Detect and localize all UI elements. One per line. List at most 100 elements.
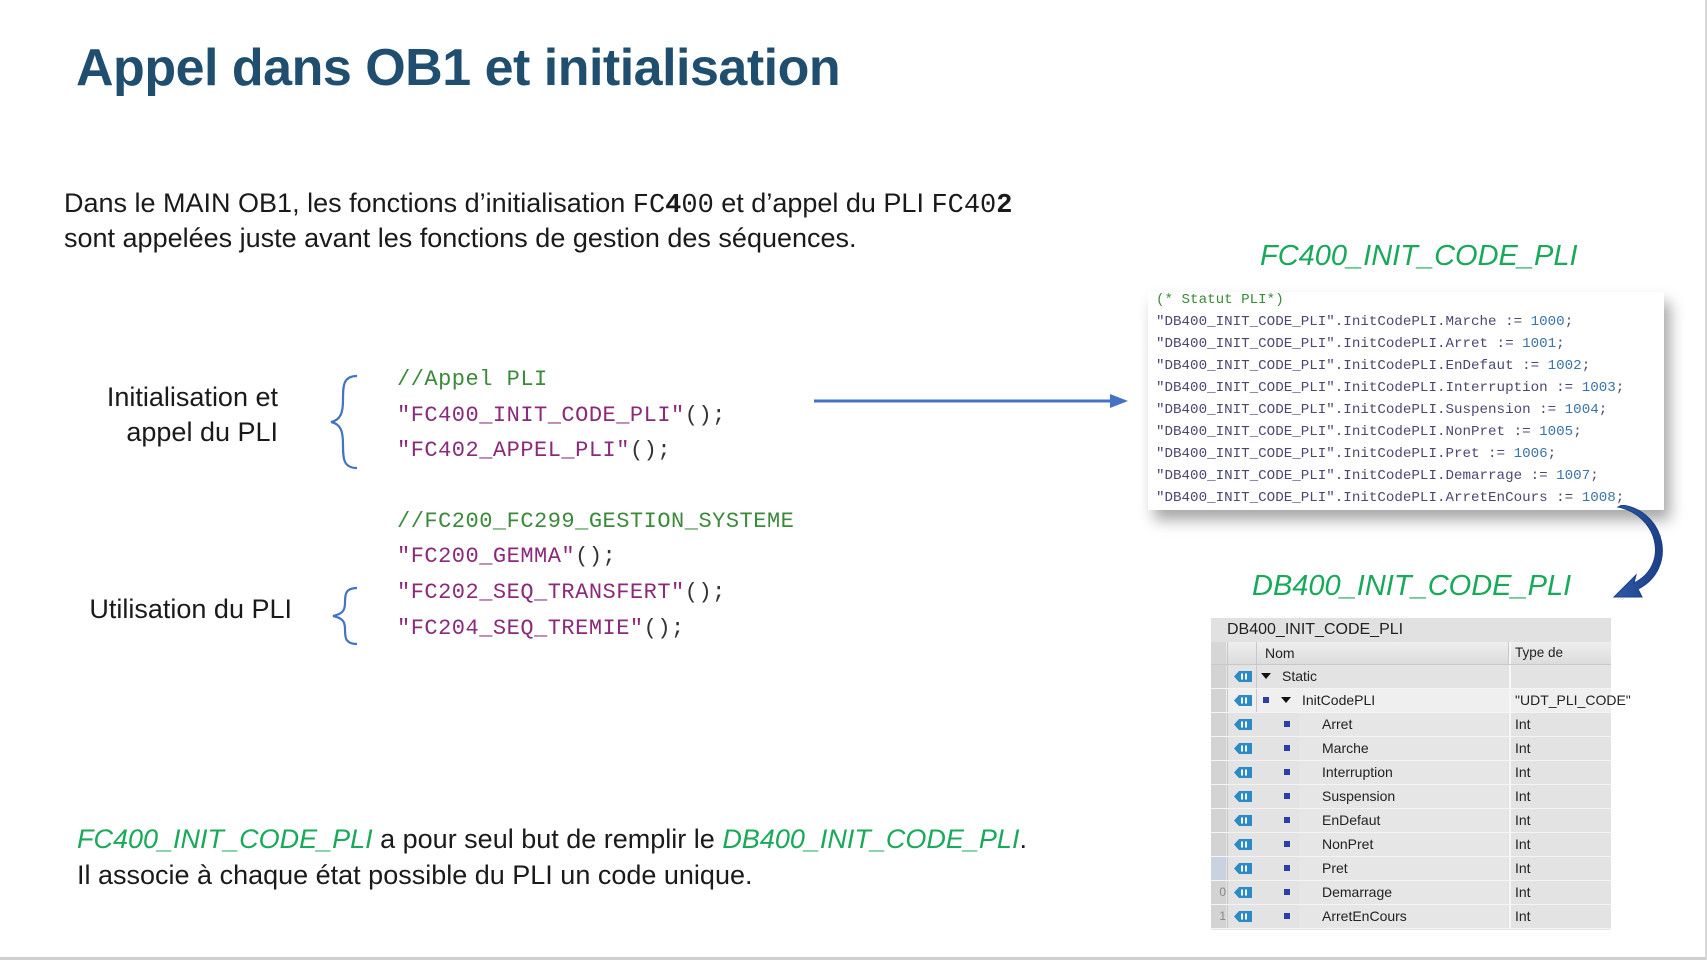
table-row[interactable]: InitCodePLI"UDT_PLI_CODE" (1211, 689, 1631, 713)
member-name: Arret (1322, 716, 1353, 732)
semicolon: ; (1590, 468, 1599, 484)
member-name: Pret (1322, 860, 1348, 876)
name-cell: ArretEnCours (1255, 905, 1508, 928)
function-name: "FC400_INIT_CODE_PLI" (397, 403, 685, 428)
member-type: Int (1509, 761, 1611, 784)
table-row[interactable]: Suspension Int (1211, 785, 1611, 809)
table-row[interactable]: Arret Int (1211, 713, 1611, 737)
fc400-ref: FC400 (633, 191, 714, 221)
row-icon-cell (1227, 809, 1257, 832)
code-call-line: "FC400_INIT_CODE_PLI"(); (397, 403, 726, 428)
name-cell: Pret (1255, 857, 1508, 880)
row-index (1211, 833, 1226, 856)
assignment-target: "DB400_INIT_CODE_PLI".InitCodePLI.Arret … (1156, 336, 1523, 352)
member-name: InitCodePLI (1302, 692, 1376, 708)
member-type: Int (1509, 833, 1611, 856)
intro-line-1: Dans le MAIN OB1, les fonctions d’initia… (64, 188, 1012, 221)
table-row[interactable]: Static (1211, 665, 1611, 689)
assignment-value: 1002 (1547, 358, 1582, 374)
expand-triangle-icon[interactable] (1281, 697, 1291, 703)
assignment-line: "DB400_INIT_CODE_PLI".InitCodePLI.Arret … (1156, 336, 1565, 352)
member-bullet-icon (1284, 841, 1290, 847)
fc400-num: 4 (665, 191, 682, 221)
curved-arrow-icon (1612, 505, 1663, 598)
db-member-icon (1234, 719, 1252, 730)
row-icon-cell (1227, 761, 1257, 784)
assignment-target: "DB400_INIT_CODE_PLI".InitCodePLI.Suspen… (1156, 402, 1565, 418)
member-name: ArretEnCours (1322, 908, 1407, 924)
row-index (1211, 713, 1226, 736)
member-bullet-icon (1284, 817, 1290, 823)
column-header-name[interactable]: Nom (1255, 642, 1509, 664)
row-icon-cell (1227, 737, 1257, 760)
code-comment: (* Statut PLI*) (1156, 292, 1284, 308)
semicolon: ; (1615, 380, 1625, 396)
member-bullet-icon (1284, 721, 1290, 727)
code-call-line: "FC200_GEMMA"(); (397, 544, 616, 569)
assignment-value: 1003 (1581, 380, 1616, 396)
right-arrow-icon (814, 394, 1128, 408)
assignment-line: "DB400_INIT_CODE_PLI".InitCodePLI.NonPre… (1156, 424, 1582, 440)
member-bullet-icon (1263, 697, 1269, 703)
assignment-value: 1006 (1513, 446, 1548, 462)
code-call-line: "FC204_SEQ_TREMIE"(); (397, 616, 685, 641)
intro-line-2: sont appelées juste avant les fonctions … (64, 223, 857, 253)
member-name: Suspension (1322, 788, 1396, 804)
assignment-line: "DB400_INIT_CODE_PLI".InitCodePLI.Suspen… (1156, 402, 1607, 418)
name-cell: Marche (1255, 737, 1508, 760)
row-icon-cell (1227, 713, 1257, 736)
assignment-line: "DB400_INIT_CODE_PLI".InitCodePLI.Demarr… (1156, 468, 1599, 484)
fc400-caption: FC400_INIT_CODE_PLI (1260, 240, 1578, 272)
call-parens: (); (643, 616, 685, 641)
code-comment: //FC200_FC299_GESTION_SYSTEME (397, 509, 795, 534)
expand-triangle-icon[interactable] (1261, 673, 1271, 679)
fc400-prefix: FC (632, 191, 666, 221)
db-member-icon (1234, 671, 1252, 682)
call-parens: (); (575, 544, 617, 569)
semicolon: ; (1598, 402, 1608, 418)
assignment-line: "DB400_INIT_CODE_PLI".InitCodePLI.EnDefa… (1156, 358, 1590, 374)
assignment-value: 1004 (1564, 402, 1599, 418)
member-type: Int (1509, 809, 1611, 832)
member-name: NonPret (1322, 836, 1374, 852)
assignment-value: 1008 (1581, 490, 1616, 506)
call-parens: (); (684, 403, 726, 428)
table-title: DB400_INIT_CODE_PLI (1211, 618, 1611, 642)
table-header: Nom Type de données (1211, 642, 1611, 682)
semicolon: ; (1573, 424, 1582, 440)
member-name: EnDefaut (1322, 812, 1381, 828)
row-index: 1 (1211, 905, 1226, 928)
member-bullet-icon (1284, 913, 1290, 919)
db-member-icon (1234, 887, 1252, 898)
table-row[interactable]: Pret Int (1211, 857, 1611, 881)
semicolon: ; (1564, 314, 1574, 330)
column-header-type[interactable]: Type de données (1509, 642, 1611, 682)
member-type: Int (1509, 857, 1611, 880)
row-index (1211, 665, 1226, 688)
function-name: "FC204_SEQ_TREMIE" (397, 616, 644, 641)
name-cell: Suspension (1255, 785, 1508, 808)
row-icon-cell (1227, 785, 1257, 808)
member-type: Int (1509, 785, 1611, 808)
member-name: Demarrage (1322, 884, 1393, 900)
brace-icon (332, 586, 358, 646)
assignment-target: "DB400_INIT_CODE_PLI".InitCodePLI.Demarr… (1156, 468, 1557, 484)
row-index (1211, 785, 1226, 808)
code-call-line: "FC202_SEQ_TRANSFERT"(); (397, 580, 726, 605)
name-cell: Interruption (1255, 761, 1508, 784)
table-row[interactable]: NonPret Int (1211, 833, 1611, 857)
assignment-target: "DB400_INIT_CODE_PLI".InitCodePLI.ArretE… (1156, 490, 1582, 506)
conclusion-line-1: FC400_INIT_CODE_PLI a pour seul but de r… (77, 824, 1027, 855)
table-row[interactable]: EnDefaut Int (1211, 809, 1611, 833)
member-type: Int (1509, 713, 1611, 736)
code-comment-line: //FC200_FC299_GESTION_SYSTEME (397, 509, 794, 534)
db400-caption: DB400_INIT_CODE_PLI (1252, 570, 1572, 602)
function-name: "FC402_APPEL_PLI" (397, 438, 630, 463)
assignment-target: "DB400_INIT_CODE_PLI".InitCodePLI.Marche… (1156, 314, 1531, 330)
name-cell: NonPret (1255, 833, 1508, 856)
fc400-link-text: FC400_INIT_CODE_PLI (77, 824, 373, 854)
